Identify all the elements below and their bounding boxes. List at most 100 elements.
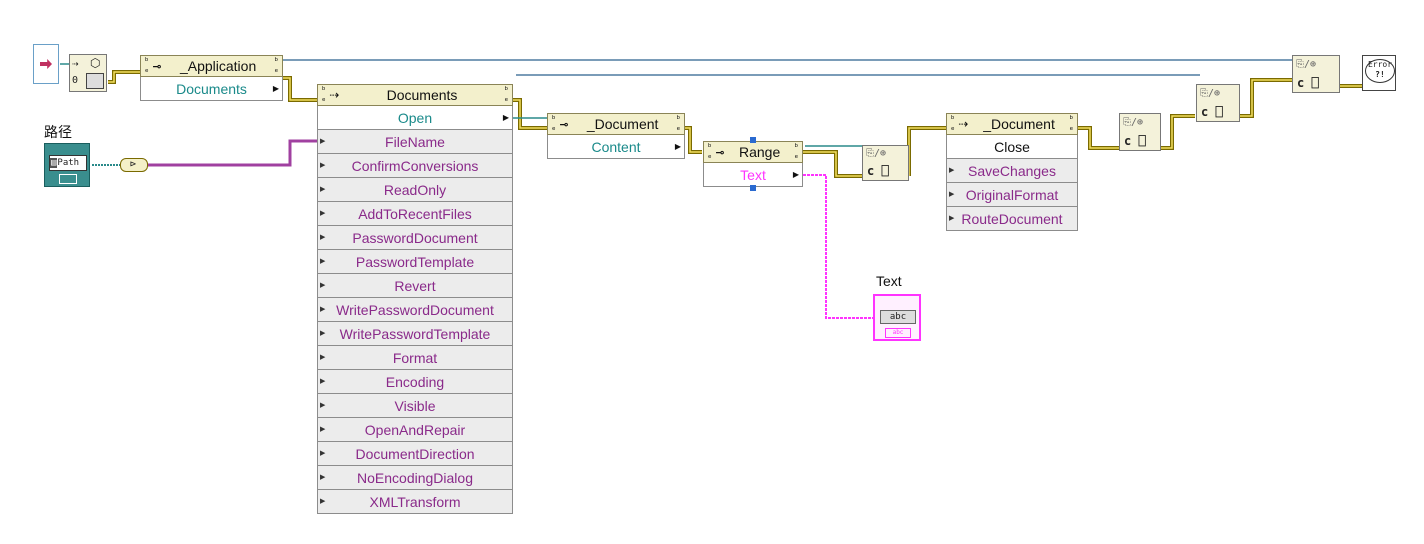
refnum-wire-2 (283, 76, 317, 102)
range-property-text[interactable]: Text▶ (703, 163, 803, 187)
close-reference-icon-1[interactable]: ⎘/⊕ c ⎕ (862, 145, 909, 181)
documents-param-noencodingdialog[interactable]: ▶ NoEncodingDialog (317, 466, 513, 490)
documents-param-filename[interactable]: ▶ FileName (317, 130, 513, 154)
documents-param-passwordtemplate[interactable]: ▶ PasswordTemplate (317, 250, 513, 274)
param-input-terminal[interactable]: ▶ (320, 498, 326, 505)
document-method-close[interactable]: Close (946, 135, 1078, 159)
param-input-terminal[interactable]: ▶ (320, 282, 326, 289)
param-label: SaveChanges (968, 162, 1056, 179)
document-close-param-routedocument[interactable]: ▶ RouteDocument (946, 207, 1078, 231)
documents-param-format[interactable]: ▶Format (317, 346, 513, 370)
param-label: XMLTransform (369, 493, 461, 510)
refnum-wire-4 (685, 126, 702, 154)
param-input-terminal[interactable]: ▶ (320, 474, 326, 481)
key-icon: ⊸ (152, 60, 162, 73)
param-label: NoEncodingDialog (357, 469, 473, 486)
param-label: WritePasswordTemplate (339, 325, 491, 342)
text-string-wire (803, 174, 876, 319)
open-automation-icon[interactable]: ⇢ ⬡ 0 (69, 54, 107, 92)
param-input-terminal[interactable]: ▶ (320, 138, 326, 145)
refnum-wire-9 (1240, 78, 1292, 118)
documents-param-writepassworddocument[interactable]: ▶ WritePasswordDocument (317, 298, 513, 322)
param-label: PasswordTemplate (355, 253, 475, 270)
param-label: PasswordDocument (352, 229, 478, 246)
param-input-terminal[interactable]: ▶ (320, 306, 326, 313)
application-title: _Application (179, 58, 257, 74)
close-reference-icon-4[interactable]: ⎘/⊕ c ⎕ (1292, 55, 1340, 93)
documents-param-passworddocument[interactable]: ▶ PasswordDocument (317, 226, 513, 250)
refnum-wire-6 (907, 126, 946, 176)
documents-param-readonly[interactable]: ▶ ReadOnly (317, 178, 513, 202)
documents-param-writepasswordtemplate[interactable]: ▶ WritePasswordTemplate (317, 322, 513, 346)
text-indicator: abc abc (873, 294, 921, 341)
path-control[interactable]: ▤Path (44, 143, 90, 187)
param-input-terminal[interactable]: ▶ (320, 450, 326, 457)
close-reference-icon-3[interactable]: ⎘/⊕ c ⎕ (1196, 84, 1240, 122)
documents-param-openandrepair[interactable]: ▶ OpenAndRepair (317, 418, 513, 442)
param-label: ConfirmConversions (351, 157, 479, 174)
param-label: OpenAndRepair (364, 421, 466, 438)
param-label: RouteDocument (961, 210, 1063, 227)
document-close-title: _Document (983, 116, 1055, 132)
param-input-terminal[interactable]: ▶ (320, 402, 326, 409)
path-to-string-icon: ⊳ (120, 158, 148, 172)
document-property-content[interactable]: Content▶ (547, 135, 685, 159)
close-reference-icon-2[interactable]: ⎘/⊕ c ⎕ (1119, 113, 1161, 151)
param-input-terminal[interactable]: ▶ (949, 167, 955, 174)
document-close-param-savechanges[interactable]: ▶ SaveChanges (946, 159, 1078, 183)
param-label: Revert (394, 277, 436, 294)
param-input-terminal[interactable]: ▶ (320, 186, 326, 193)
param-label: Encoding (385, 373, 445, 390)
refnum-wire-8 (1161, 114, 1195, 150)
refnum-wire-1 (108, 70, 140, 84)
resize-handle-top[interactable] (750, 137, 756, 143)
param-input-terminal[interactable]: ▶ (320, 354, 326, 361)
documents-param-visible[interactable]: ▶ Visible (317, 394, 513, 418)
param-label: Visible (394, 397, 436, 414)
param-input-terminal[interactable]: ▶ (320, 378, 326, 385)
refnum-wire-3 (513, 98, 547, 130)
document-close-param-originalformat[interactable]: ▶ OriginalFormat (946, 183, 1078, 207)
param-input-terminal[interactable]: ▶ (320, 330, 326, 337)
documents-param-documentdirection[interactable]: ▶ DocumentDirection (317, 442, 513, 466)
documents-param-xmltransform[interactable]: ▶ XMLTransform (317, 490, 513, 514)
text-glyph: abc (889, 312, 907, 322)
run-arrow-icon (33, 44, 59, 84)
range-title: Range (738, 144, 781, 160)
documents-param-confirmconversions[interactable]: ▶ ConfirmConversions (317, 154, 513, 178)
error-glyph: Error (1367, 60, 1393, 69)
param-label: AddToRecentFiles (358, 205, 472, 222)
param-input-terminal[interactable]: ▶ (320, 162, 326, 169)
application-property-documents[interactable]: Documents▶ (140, 77, 283, 101)
param-label: OriginalFormat (965, 186, 1059, 203)
param-input-terminal[interactable]: ▶ (320, 258, 326, 265)
param-label: WritePasswordDocument (336, 301, 494, 318)
param-input-terminal[interactable]: ▶ (320, 426, 326, 433)
error-handler-icon[interactable]: Error?! (1362, 55, 1396, 91)
param-label: DocumentDirection (355, 445, 475, 462)
document-title: _Document (586, 116, 659, 132)
param-input-terminal[interactable]: ▶ (320, 234, 326, 241)
param-input-terminal[interactable]: ▶ (320, 210, 326, 217)
documents-param-addtorecentfiles[interactable]: ▶ AddToRecentFiles (317, 202, 513, 226)
documents-title: Documents (386, 87, 458, 103)
param-label: ReadOnly (383, 181, 447, 198)
documents-param-encoding[interactable]: ▶ Encoding (317, 370, 513, 394)
resize-handle-bottom[interactable] (750, 185, 756, 191)
param-label: FileName (385, 133, 445, 150)
documents-method-open[interactable]: Open▶ (317, 106, 513, 130)
param-input-terminal[interactable]: ▶ (949, 215, 955, 222)
param-input-terminal[interactable]: ▶ (949, 191, 955, 198)
refnum-wire-7 (1078, 126, 1119, 150)
documents-param-revert[interactable]: ▶ Revert (317, 274, 513, 298)
